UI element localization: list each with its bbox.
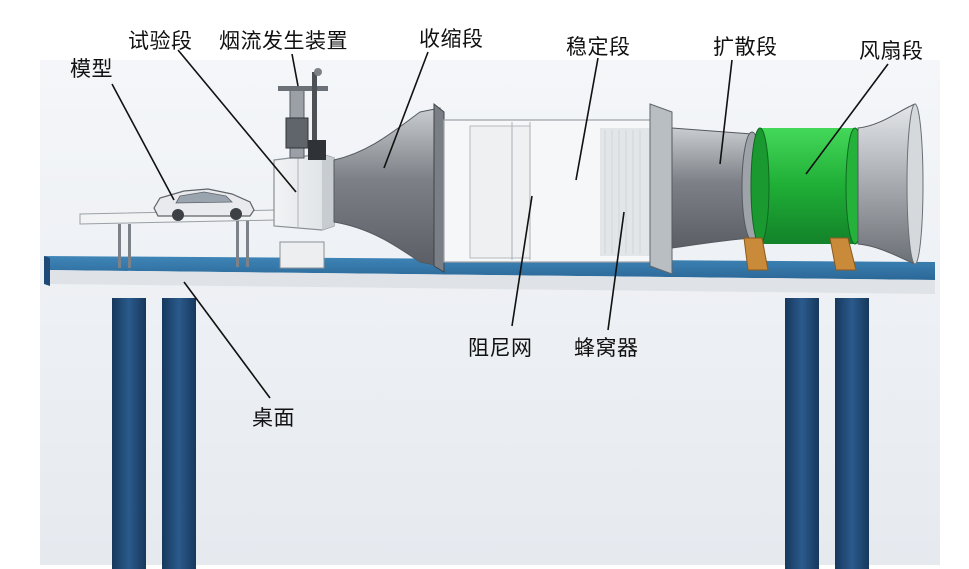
smoke-generator-apparatus bbox=[278, 68, 328, 160]
leader-contraction bbox=[383, 51, 429, 169]
label-test-section: 试验段 bbox=[128, 29, 193, 53]
label-settling-section: 稳定段 bbox=[566, 35, 631, 59]
leader-settling bbox=[575, 57, 599, 181]
label-smoke-generator: 烟流发生装置 bbox=[219, 29, 348, 53]
table-legs bbox=[112, 298, 869, 569]
leader-test-section bbox=[177, 49, 297, 193]
leader-fan bbox=[805, 63, 889, 175]
leader-tabletop bbox=[183, 281, 271, 399]
leader-model bbox=[111, 83, 175, 201]
label-honeycomb: 蜂窝器 bbox=[574, 336, 639, 360]
leader-lines bbox=[111, 49, 889, 399]
leader-smoke-generator bbox=[291, 53, 299, 87]
car-model bbox=[153, 188, 255, 221]
label-damping-screen: 阻尼网 bbox=[468, 336, 533, 360]
leader-honeycomb bbox=[607, 211, 625, 331]
test-section-box bbox=[273, 153, 335, 231]
label-tabletop: 桌面 bbox=[252, 406, 295, 430]
collector-box bbox=[279, 241, 325, 269]
leader-diffuser bbox=[719, 59, 733, 165]
contraction-section bbox=[333, 102, 445, 273]
fan-section bbox=[750, 103, 924, 265]
label-diffuser-section: 扩散段 bbox=[713, 35, 778, 59]
fan-support-brackets bbox=[743, 237, 857, 271]
label-fan-section: 风扇段 bbox=[859, 39, 924, 63]
settling-section bbox=[443, 103, 673, 275]
leader-damping-screen bbox=[511, 195, 533, 327]
tabletop bbox=[44, 256, 935, 294]
label-contraction-section: 收缩段 bbox=[419, 27, 484, 51]
diffuser-section bbox=[671, 127, 763, 249]
label-model: 模型 bbox=[70, 57, 113, 81]
